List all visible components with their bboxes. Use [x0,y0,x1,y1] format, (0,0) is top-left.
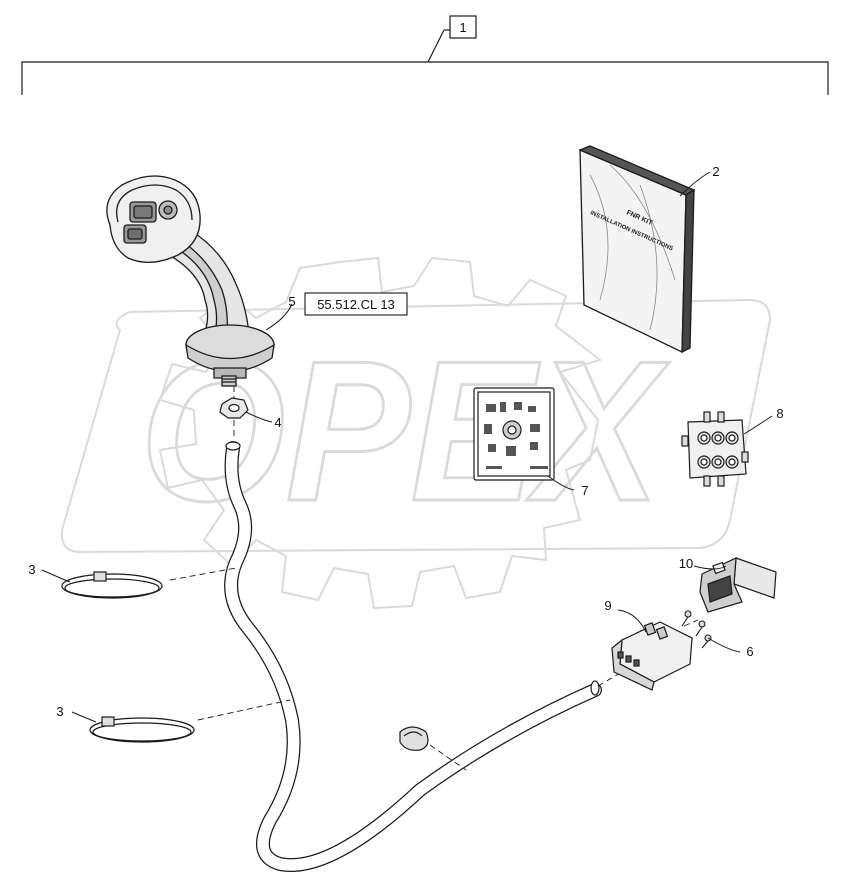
assembly-number-box [449,15,477,39]
connector-plug [611,621,693,691]
callout-5: 5 [288,294,295,309]
callout-2: 2 [712,164,719,179]
instruction-book: FNR KIT INSTALLATION INSTRUCTIONS [578,145,696,354]
callout-8: 8 [776,406,783,421]
reference-box[interactable] [304,292,408,316]
callout-6: 6 [746,644,753,659]
watermark-gear [158,256,603,610]
connector-receptacle [681,411,749,487]
hex-nut [219,397,249,419]
assembly-number: 1 [459,20,466,35]
callout-7: 7 [581,483,588,498]
decal [473,387,555,481]
cable-harness [224,441,602,872]
cable-tie-upper [61,571,163,599]
joystick-handle [106,175,275,387]
reference-link[interactable]: 55.512.CL 13 [317,297,395,312]
assembly-bracket [21,29,829,95]
watermark-band [60,298,772,554]
callout-3-lower: 3 [56,704,63,719]
callout-4: 4 [274,415,281,430]
callout-9: 9 [604,598,611,613]
callout-3-upper: 3 [28,562,35,577]
cable-tie-lower [89,716,195,743]
connector-housing [699,557,777,613]
cable-clip [399,726,429,751]
callout-leaders [41,171,773,723]
callout-10: 10 [679,556,693,571]
